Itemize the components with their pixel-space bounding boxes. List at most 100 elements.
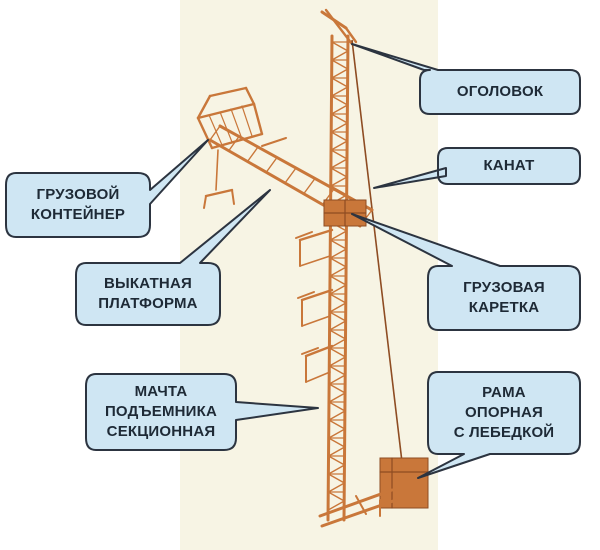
- mast-lattice: [328, 365, 346, 376]
- bracket-cap: [295, 231, 313, 239]
- container-edge: [244, 86, 256, 106]
- frame-beam: [320, 498, 398, 528]
- platform-slat: [284, 167, 297, 184]
- winch-housing: [379, 457, 429, 509]
- mast-lattice: [329, 266, 347, 277]
- mast-rail-right: [342, 34, 350, 522]
- mast-lattice: [328, 401, 346, 412]
- callout-rope-bubble: [373, 147, 581, 189]
- mast-lattice: [327, 500, 345, 511]
- callout-mast-bubble: [85, 373, 319, 451]
- cargo-carriage: [323, 199, 367, 227]
- mast-lattice: [327, 446, 346, 457]
- hoist-structure: [196, 8, 429, 528]
- mast-lattice: [331, 50, 349, 61]
- mast-lattice: [329, 230, 348, 241]
- mast-lattice: [330, 77, 349, 88]
- mast-lattice: [327, 437, 346, 448]
- mast-lattice: [331, 59, 349, 70]
- container-bar: [241, 105, 253, 137]
- mast-lattice: [328, 347, 347, 358]
- mast-lattice: [328, 329, 347, 340]
- bracket-arm: [304, 344, 334, 358]
- mast-lattice: [327, 491, 345, 502]
- mast-rail-left: [326, 34, 334, 522]
- mast-lattice: [330, 86, 349, 97]
- callout-platform-bubble: [75, 189, 271, 326]
- mast-lattice: [327, 455, 346, 466]
- mast-lattice: [329, 311, 347, 322]
- frame-beam: [318, 488, 394, 518]
- mast-lattice: [331, 68, 349, 79]
- mast-lattice: [330, 158, 348, 169]
- container-edge: [252, 102, 264, 136]
- mast-lattice: [330, 131, 348, 142]
- mast-lattice: [328, 419, 346, 430]
- container-bottom: [210, 132, 264, 150]
- callouts: [5, 43, 581, 479]
- platform-slat: [228, 135, 240, 152]
- bracket-cap: [297, 291, 315, 299]
- container-top: [196, 102, 256, 120]
- callout-frame-bubble: [417, 371, 581, 479]
- bracket-brace: [305, 371, 331, 383]
- mast-lattice: [328, 356, 347, 367]
- callout-container-bubble: [5, 139, 209, 238]
- bracket-arm: [298, 228, 334, 242]
- bracket-arm: [300, 288, 334, 302]
- mast-lattice: [330, 104, 349, 115]
- mast-lattice: [328, 374, 346, 385]
- mast-lattice: [328, 428, 346, 439]
- mast-lattice: [328, 410, 346, 421]
- hoist-rope: [351, 39, 403, 463]
- bracket-cap: [301, 347, 319, 355]
- mast-lattice: [329, 302, 347, 313]
- support-frame-winch: [318, 457, 429, 528]
- container-bar: [230, 108, 243, 140]
- container-hook-base: [204, 188, 234, 198]
- mast-lattice: [330, 140, 348, 151]
- mast-lattice: [330, 167, 348, 178]
- bracket-brace: [299, 255, 331, 267]
- mast-lattice: [329, 248, 348, 259]
- mast-lattice: [329, 320, 347, 331]
- mast-lattice: [330, 176, 348, 187]
- container-hook-leg: [203, 195, 207, 209]
- platform-crossbar: [261, 137, 287, 147]
- platform-slat: [209, 125, 221, 141]
- mast-lattice: [329, 239, 348, 250]
- mast-head: [320, 8, 358, 46]
- mast-lattice: [329, 293, 347, 304]
- mast-lattice: [328, 392, 346, 403]
- cargo-container: [196, 86, 264, 209]
- head-arm: [324, 8, 354, 46]
- mast-lattice: [328, 383, 346, 394]
- container-hanger: [215, 149, 219, 191]
- callout-head-bubble: [351, 43, 581, 115]
- mast-brackets: [295, 228, 334, 383]
- mast-lattice: [331, 41, 349, 52]
- mast-lattice: [329, 257, 347, 268]
- container-top: [208, 86, 248, 98]
- container-bar: [208, 114, 223, 146]
- mast-lattice: [329, 275, 347, 286]
- container-bar: [219, 111, 233, 143]
- callout-carriage-bubble: [351, 213, 581, 331]
- container-edge: [196, 116, 214, 150]
- mast-lattice: [330, 149, 348, 160]
- mast-lattice: [330, 95, 349, 106]
- bracket-brace: [301, 315, 331, 327]
- platform-slat: [265, 156, 278, 173]
- platform-slat: [303, 177, 316, 195]
- mast-lattice: [327, 482, 346, 493]
- container-edge: [196, 94, 212, 120]
- mast-lattice: [330, 122, 349, 133]
- mast-lattice: [327, 473, 346, 484]
- frame-brace: [355, 495, 367, 515]
- mast: [326, 34, 350, 522]
- head-arm: [344, 26, 358, 44]
- platform-slat: [246, 146, 259, 163]
- container-hook-leg: [231, 189, 235, 205]
- mast-lattice: [329, 284, 347, 295]
